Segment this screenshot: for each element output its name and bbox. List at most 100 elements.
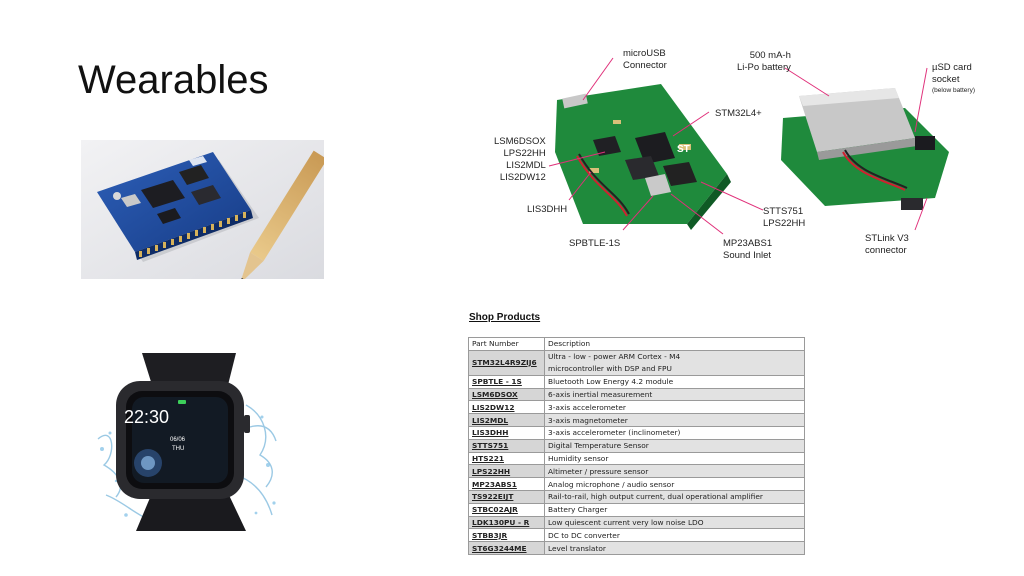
description-line: Level translator: [548, 543, 606, 553]
label-mcu: STM32L4+: [715, 108, 762, 119]
smartwatch-image: 22:30 06/06 THU: [97, 353, 277, 531]
part-description: DC to DC converter: [544, 528, 805, 543]
label-lis2dw12: LIS2DW12: [499, 172, 546, 183]
part-description: 3-axis accelerometer: [544, 400, 805, 415]
description-line: 6-axis inertial measurement: [548, 389, 653, 399]
watch-day: THU: [172, 446, 184, 452]
part-description: Altimeter / pressure sensor: [544, 464, 805, 479]
description-line: Battery Charger: [548, 505, 608, 515]
part-number-link[interactable]: ST6G3244ME: [468, 541, 545, 555]
battery-pack: [799, 88, 915, 152]
part-number-link[interactable]: LDK130PU - R: [468, 515, 545, 530]
watch-date: 06/06: [170, 437, 186, 443]
label-lis2mdl: LIS2MDL: [506, 160, 546, 171]
slide-title: Wearables: [78, 58, 269, 102]
part-number-link[interactable]: STBB3JR: [468, 528, 545, 543]
part-description: Rail-to-rail, high output current, dual …: [544, 489, 805, 504]
label-sdcard: µSD card socket (below battery): [932, 62, 975, 95]
part-description: Humidity sensor: [544, 451, 805, 466]
label-microusb: microUSB Connector: [623, 48, 667, 72]
description-line: Ultra - low - power ARM Cortex - M4: [548, 351, 681, 361]
label-sensors-left: LSM6DSOX LPS22HH LIS2MDL LIS2DW12: [494, 136, 546, 184]
description-line: 3-axis magnetometer: [548, 415, 628, 425]
label-spbtle: SPBTLE-1S: [569, 238, 621, 249]
part-description: Level translator: [544, 541, 805, 555]
svg-text:ST: ST: [677, 144, 690, 155]
part-number-link[interactable]: LIS2DW12: [468, 400, 545, 415]
part-description: Battery Charger: [544, 502, 805, 517]
label-stlink-line1: STLink V3: [865, 233, 909, 244]
callout-lines: [548, 57, 928, 235]
description-line: Humidity sensor: [548, 453, 609, 463]
part-number-link[interactable]: LIS3DHH: [468, 425, 545, 440]
label-sound-inlet: Sound Inlet: [723, 250, 772, 261]
part-number-link[interactable]: STM32L4R9ZIJ6: [468, 349, 545, 376]
part-description: 3-axis accelerometer (inclinometer): [544, 425, 805, 440]
column-header: Description: [544, 337, 805, 351]
description-line: 3-axis accelerometer: [548, 402, 626, 412]
part-description: Low quiescent current very low noise LDO: [544, 515, 805, 530]
label-lsm6dsox: LSM6DSOX: [494, 136, 546, 147]
label-stts751: STTS751: [763, 206, 804, 217]
board-drawing: ST: [548, 57, 949, 235]
label-sdcard-line1: µSD card: [932, 62, 972, 73]
description-line: microcontroller with DSP and FPU: [548, 363, 672, 373]
part-description: Bluetooth Low Energy 4.2 module: [544, 374, 805, 389]
label-lis3dhh: LIS3DHH: [527, 204, 568, 215]
part-number-link[interactable]: MP23ABS1: [468, 477, 545, 491]
column-header: Part Number: [468, 337, 545, 351]
label-microusb-line1: microUSB: [623, 48, 666, 59]
label-lps22hh-right: LPS22HH: [763, 218, 806, 229]
label-stts: STTS751 LPS22HH: [763, 206, 805, 230]
description-line: Low quiescent current very low noise LDO: [548, 517, 704, 527]
part-number-link[interactable]: LSM6DSOX: [468, 387, 545, 402]
description-line: DC to DC converter: [548, 530, 620, 540]
description-line: Altimeter / pressure sensor: [548, 466, 649, 476]
battery-pcb: [781, 88, 949, 210]
part-number-link[interactable]: TS922EIJT: [468, 489, 545, 504]
label-battery: 500 mA-h Li-Po battery: [737, 50, 791, 74]
part-description: 6-axis inertial measurement: [544, 387, 805, 402]
description-line: Rail-to-rail, high output current, dual …: [548, 492, 763, 502]
label-mp23abs1: MP23ABS1: [723, 238, 773, 249]
part-number-link[interactable]: STBC02AJR: [468, 502, 545, 517]
part-description: Analog microphone / audio sensor: [544, 477, 805, 491]
table-header-row: Part Number Description: [468, 337, 805, 351]
shop-products-heading[interactable]: Shop Products: [469, 312, 541, 323]
smartwatch-photo: 22:30 06/06 THU: [96, 345, 278, 533]
label-microusb-line2: Connector: [623, 60, 667, 71]
part-number-link[interactable]: STTS751: [468, 438, 545, 453]
part-number-link[interactable]: LIS2MDL: [468, 413, 545, 427]
watch-time: 22:30: [124, 407, 169, 427]
description-line: Analog microphone / audio sensor: [548, 479, 675, 489]
label-sdcard-note: (below battery): [932, 87, 975, 94]
part-number-link[interactable]: LPS22HH: [468, 464, 545, 479]
sensor-module-image: [81, 140, 324, 279]
label-mp23: MP23ABS1 Sound Inlet: [723, 238, 772, 262]
sensor-module-photo: [81, 140, 324, 279]
part-description: 3-axis magnetometer: [544, 413, 805, 427]
part-number-link[interactable]: HTS221: [468, 451, 545, 466]
part-number-link[interactable]: SPBTLE - 1S: [468, 374, 545, 389]
label-battery-line1: 500 mA-h: [749, 50, 791, 61]
description-line: 3-axis accelerometer (inclinometer): [548, 428, 681, 438]
label-battery-line2: Li-Po battery: [737, 62, 791, 73]
board-diagram: ST microUSB Co: [465, 48, 995, 273]
